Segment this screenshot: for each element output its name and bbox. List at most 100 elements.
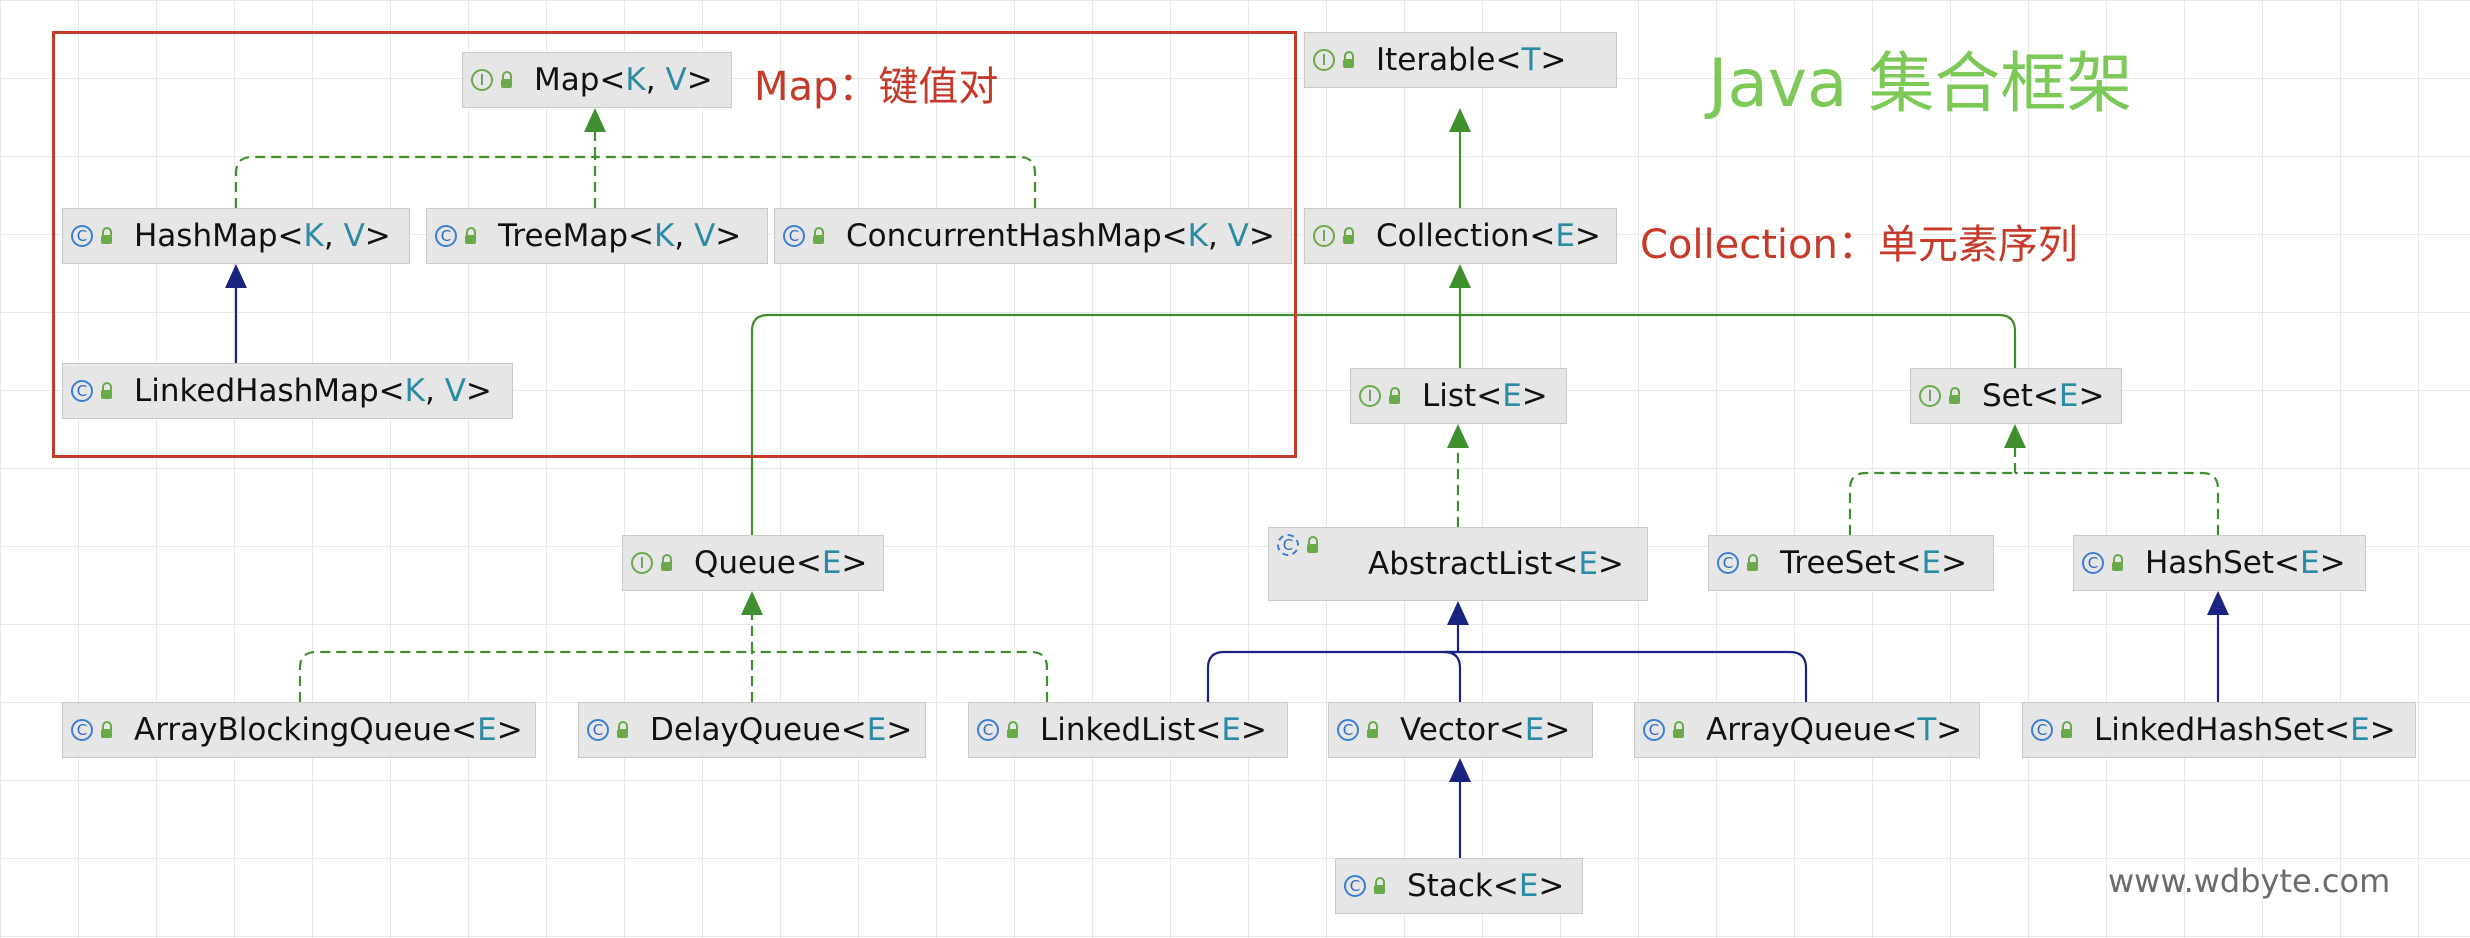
node-arrayblockingqueue[interactable]: C ArrayBlockingQueue<E> xyxy=(62,702,536,758)
type-param: E xyxy=(477,712,497,748)
node-label: LinkedHashSet<E> xyxy=(2094,712,2396,748)
class-icon: C xyxy=(71,719,93,741)
type-param: E xyxy=(1221,712,1241,748)
node-label: HashMap<K, V> xyxy=(134,218,391,254)
interface-icon: I xyxy=(1359,385,1381,407)
abstract-class-icon: C xyxy=(1277,534,1299,556)
public-lock-icon xyxy=(101,720,112,738)
collection-note: Collection：单元素序列 xyxy=(1640,222,2078,268)
type-param: V xyxy=(665,62,687,98)
diagram-title: Java 集合框架 xyxy=(1708,45,2133,122)
watermark: www.wdbyte.com xyxy=(2108,862,2391,900)
node-label: DelayQueue<E> xyxy=(650,712,913,748)
class-name: ArrayBlockingQueue xyxy=(134,712,452,748)
public-lock-icon xyxy=(661,553,672,571)
edge-queue-branch-0 xyxy=(298,650,752,702)
type-param: E xyxy=(1578,546,1598,582)
edge-map-branch-2 xyxy=(595,155,1037,208)
class-name: LinkedList xyxy=(1040,712,1196,748)
node-label: TreeMap<K, V> xyxy=(498,218,742,254)
node-label: ArrayBlockingQueue<E> xyxy=(134,712,523,748)
edge-collection-arrowhead xyxy=(1449,264,1471,288)
node-queue[interactable]: I Queue<E> xyxy=(622,535,884,591)
edge-queue-arrowhead xyxy=(741,591,763,615)
class-name: ArrayQueue xyxy=(1706,712,1892,748)
type-param: V xyxy=(1227,218,1249,254)
type-param: V xyxy=(694,218,716,254)
node-linkedhashset[interactable]: C LinkedHashSet<E> xyxy=(2022,702,2416,758)
public-lock-icon xyxy=(1949,386,1960,404)
edge-linkedhashmap-hashmap-arrowhead xyxy=(225,264,247,288)
type-param: V xyxy=(444,373,466,409)
type-param: E xyxy=(866,712,887,748)
node-label: Queue<E> xyxy=(694,545,868,581)
node-label: LinkedList<E> xyxy=(1040,712,1267,748)
type-param: V xyxy=(343,218,365,254)
node-stack[interactable]: C Stack<E> xyxy=(1335,858,1583,914)
class-name: Vector xyxy=(1400,712,1499,748)
class-icon: C xyxy=(1344,875,1366,897)
public-lock-icon xyxy=(813,226,824,244)
node-label: List<E> xyxy=(1422,378,1548,414)
edge-map-arrowhead xyxy=(584,108,606,132)
class-icon: C xyxy=(977,719,999,741)
node-label: Set<E> xyxy=(1982,378,2105,414)
public-lock-icon xyxy=(1673,720,1684,738)
type-param: E xyxy=(1921,545,1942,581)
edge-set-branch-0 xyxy=(1848,471,2015,535)
node-label: HashSet<E> xyxy=(2145,545,2346,581)
node-list[interactable]: I List<E> xyxy=(1350,368,1567,424)
interface-icon: I xyxy=(631,552,653,574)
interface-icon: I xyxy=(471,69,493,91)
public-lock-icon xyxy=(1389,386,1400,404)
node-label: Stack<E> xyxy=(1407,868,1565,904)
type-param: E xyxy=(2300,545,2320,581)
class-name: TreeMap xyxy=(498,218,629,254)
edge-collection-iterable-arrowhead xyxy=(1449,108,1471,132)
map-note: Map：键值对 xyxy=(754,64,999,110)
node-label: ArrayQueue<T> xyxy=(1706,712,1963,748)
node-label: AbstractList<E> xyxy=(1368,546,1624,582)
type-param: K xyxy=(303,218,324,254)
edge-abstractlist-branch-1 xyxy=(1443,650,1462,702)
public-lock-icon xyxy=(1343,226,1354,244)
public-lock-icon xyxy=(2061,720,2072,738)
edge-collection-branch-0 xyxy=(750,313,1460,368)
interface-icon: I xyxy=(1919,385,1941,407)
class-name: HashMap xyxy=(134,218,278,254)
public-lock-icon xyxy=(501,70,512,88)
class-icon: C xyxy=(2031,719,2053,741)
class-icon: C xyxy=(2082,552,2104,574)
node-abstractlist[interactable]: C AbstractList<E> xyxy=(1268,527,1648,601)
class-icon: C xyxy=(587,719,609,741)
node-label: Collection<E> xyxy=(1376,218,1601,254)
edge-linkedhashset-hashset-arrowhead xyxy=(2207,591,2229,615)
node-label: Vector<E> xyxy=(1400,712,1571,748)
node-delayqueue[interactable]: C DelayQueue<E> xyxy=(578,702,926,758)
node-linkedlist[interactable]: C LinkedList<E> xyxy=(968,702,1288,758)
public-lock-icon xyxy=(1374,876,1385,894)
public-lock-icon xyxy=(617,720,628,738)
type-param: T xyxy=(1917,712,1937,748)
class-name: Map xyxy=(534,62,600,98)
class-name: HashSet xyxy=(2145,545,2275,581)
node-set[interactable]: I Set<E> xyxy=(1910,368,2122,424)
type-param: K xyxy=(654,218,675,254)
class-name: TreeSet xyxy=(1780,545,1896,581)
interface-icon: I xyxy=(1313,49,1335,71)
type-param: E xyxy=(1502,378,1522,414)
node-hashset[interactable]: C HashSet<E> xyxy=(2073,535,2366,591)
class-name: AbstractList xyxy=(1368,546,1553,582)
edge-set-arrowhead xyxy=(2004,424,2026,448)
